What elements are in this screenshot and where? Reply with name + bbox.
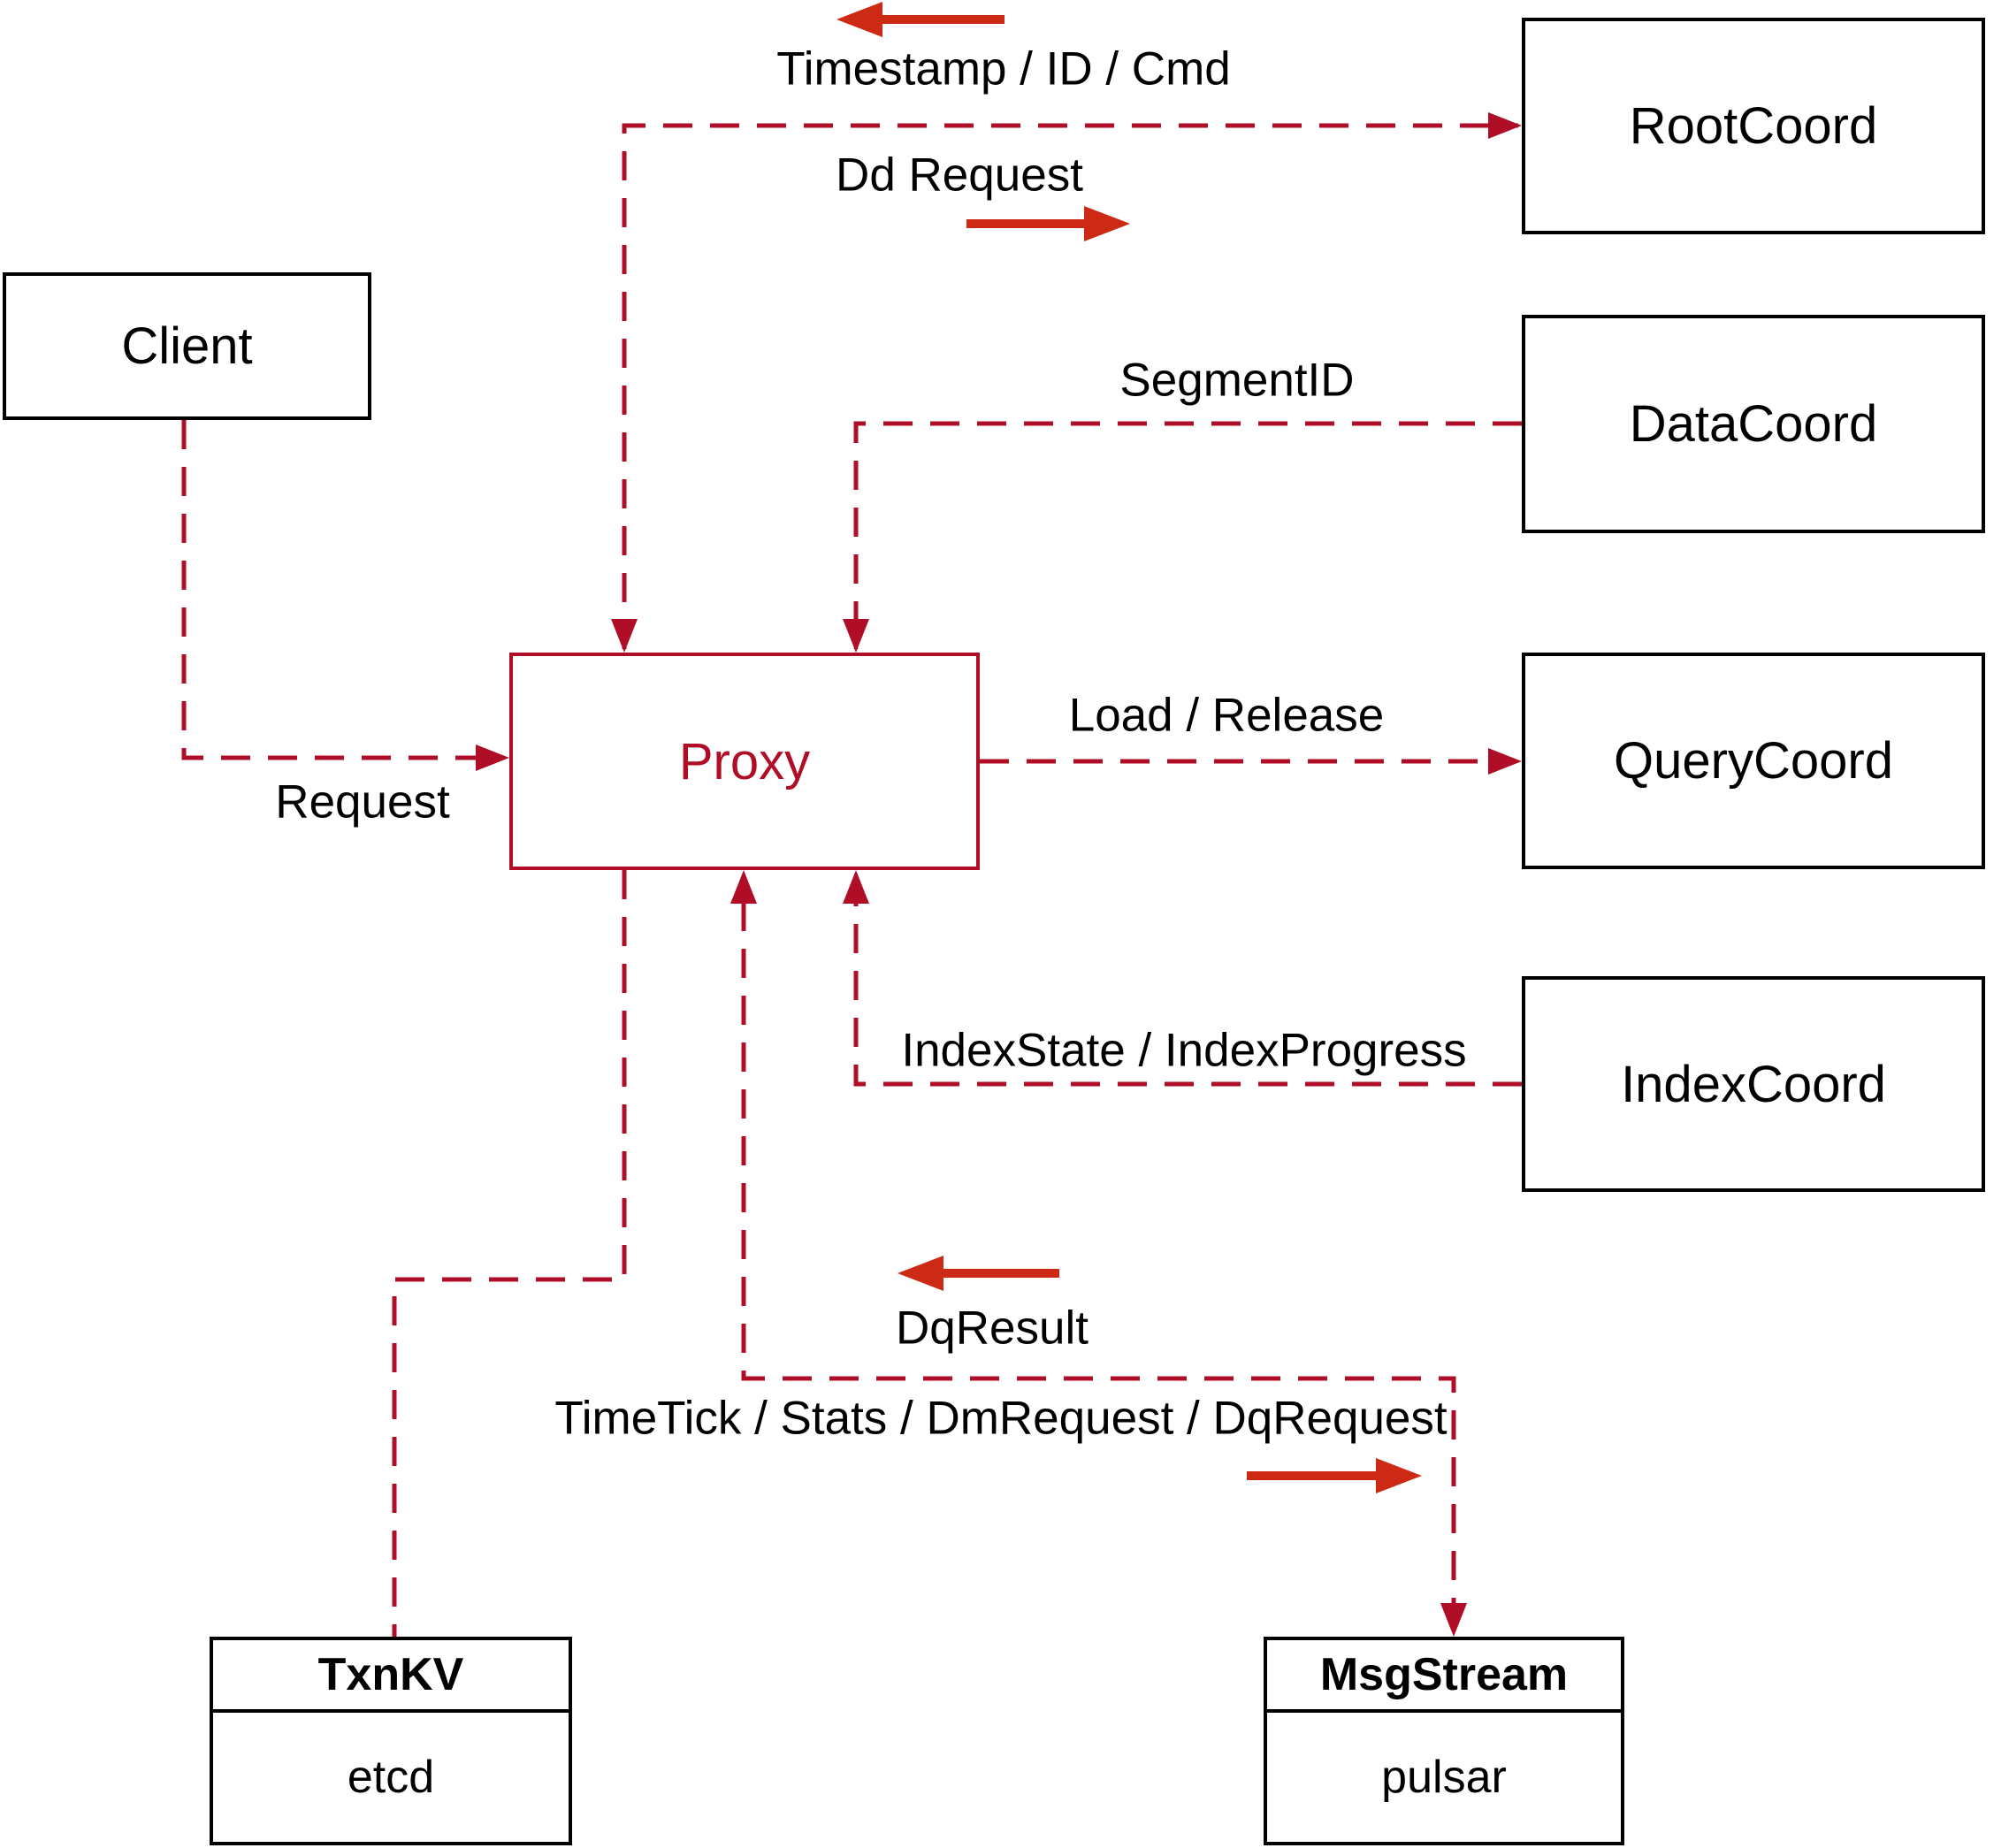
arrowhead-into-proxy-top-left — [611, 619, 638, 653]
msgstream-header: MsgStream — [1267, 1640, 1621, 1713]
msgstream-body: pulsar — [1267, 1713, 1621, 1842]
edge-proxy-rootcoord — [622, 123, 1518, 649]
edge-client-proxy — [181, 420, 477, 760]
arrowhead-into-rootcoord — [1488, 112, 1522, 139]
node-txnkv: TxnKV etcd — [210, 1637, 572, 1845]
node-querycoord: QueryCoord — [1522, 653, 1985, 869]
label-segment-id: SegmentID — [1119, 354, 1355, 407]
node-indexcoord: IndexCoord — [1522, 976, 1985, 1192]
label-request: Request — [275, 775, 450, 829]
rootcoord-label: RootCoord — [1629, 97, 1878, 155]
timestamp-flow-left-arrow-icon — [836, 2, 1004, 37]
arrowhead-into-proxy-left — [476, 745, 509, 771]
proxy-label: Proxy — [678, 732, 811, 790]
node-msgstream: MsgStream pulsar — [1264, 1637, 1624, 1845]
label-time-tick-stats: TimeTick / Stats / DmRequest / DqRequest — [554, 1392, 1448, 1445]
datacoord-label: DataCoord — [1629, 395, 1878, 453]
timetick-flow-right-arrow-icon — [1247, 1458, 1422, 1493]
label-load-release: Load / Release — [1068, 689, 1385, 742]
querycoord-label: QueryCoord — [1614, 732, 1893, 790]
txnkv-header: TxnKV — [213, 1640, 569, 1713]
label-index-state-progress: IndexState / IndexProgress — [901, 1024, 1467, 1077]
arrowhead-into-proxy-top-right — [843, 619, 869, 653]
txnkv-title: TxnKV — [317, 1649, 464, 1700]
node-datacoord: DataCoord — [1522, 315, 1985, 533]
dqresult-flow-left-arrow-icon — [898, 1256, 1059, 1291]
txnkv-body: etcd — [213, 1713, 569, 1842]
arrowhead-into-querycoord — [1488, 748, 1522, 775]
node-client: Client — [3, 272, 371, 420]
msgstream-title: MsgStream — [1319, 1649, 1569, 1700]
arrowhead-into-proxy-bottom-mid — [730, 870, 757, 904]
label-timestamp-id-cmd: Timestamp / ID / Cmd — [776, 42, 1231, 95]
label-dd-request: Dd Request — [836, 149, 1083, 202]
arrowhead-into-proxy-bottom-right — [843, 870, 869, 904]
node-proxy: Proxy — [509, 653, 980, 870]
msgstream-subtitle: pulsar — [1381, 1752, 1507, 1803]
edge-proxy-txnkv — [392, 870, 627, 1637]
txnkv-subtitle: etcd — [347, 1752, 435, 1803]
node-rootcoord: RootCoord — [1522, 18, 1985, 234]
client-label: Client — [121, 317, 253, 375]
edge-proxy-msgstream — [741, 902, 1456, 1605]
edge-datacoord-proxy — [853, 421, 1522, 649]
indexcoord-label: IndexCoord — [1621, 1055, 1886, 1113]
dd-request-flow-right-arrow-icon — [966, 206, 1130, 241]
label-dq-result: DqResult — [896, 1302, 1089, 1355]
arrowhead-into-msgstream — [1440, 1603, 1467, 1637]
